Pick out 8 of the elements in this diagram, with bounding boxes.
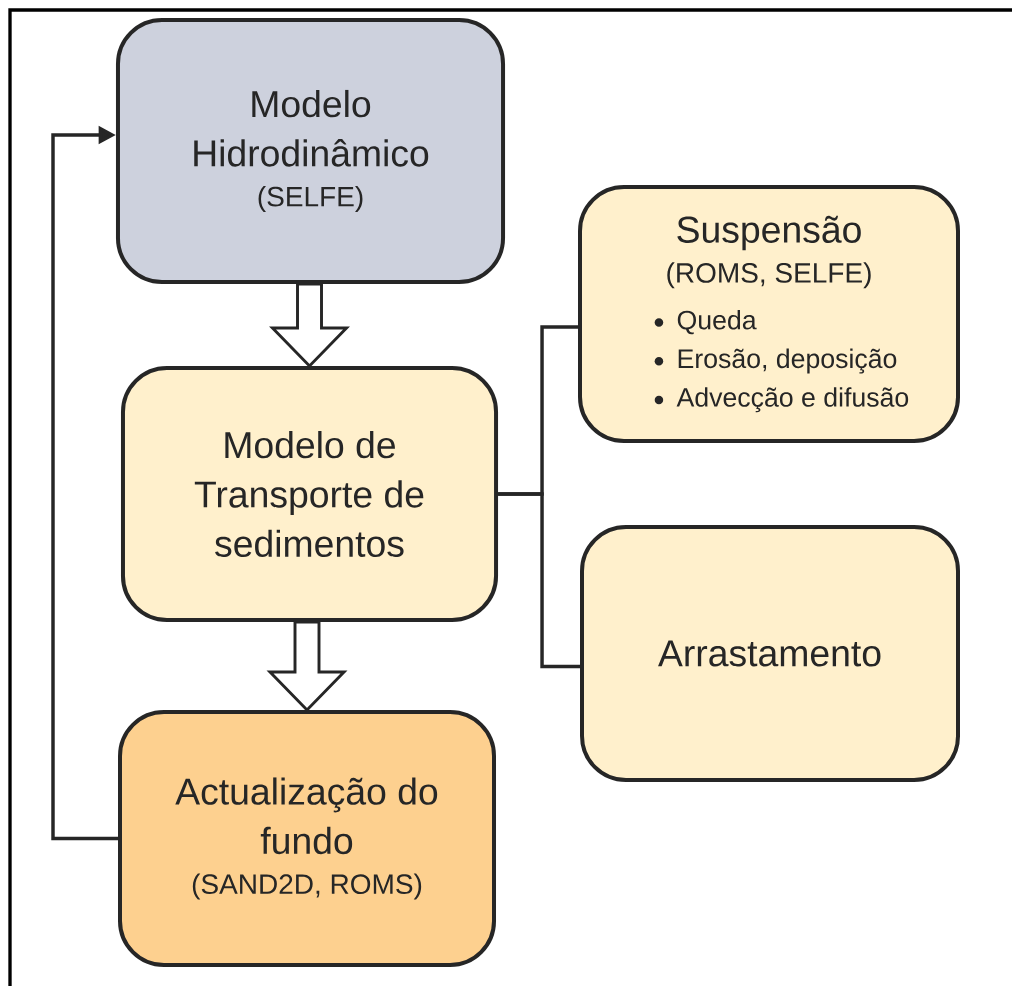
process-box: Actualização do fundo (SAND2D, ROMS): [118, 709, 496, 968]
block-arrow: [266, 620, 348, 713]
connector-arrow: [51, 125, 118, 841]
process-box: Arrastamento: [580, 525, 960, 783]
process-box: Modelo de Transporte de sedimentos: [120, 366, 499, 622]
process-box: Modelo Hidrodinâmico (SELFE): [115, 18, 506, 284]
block-arrow: [269, 282, 350, 369]
process-box: Suspensão (ROMS, SELFE) Queda Erosão, deposição Advecção e difusão: [578, 185, 960, 443]
